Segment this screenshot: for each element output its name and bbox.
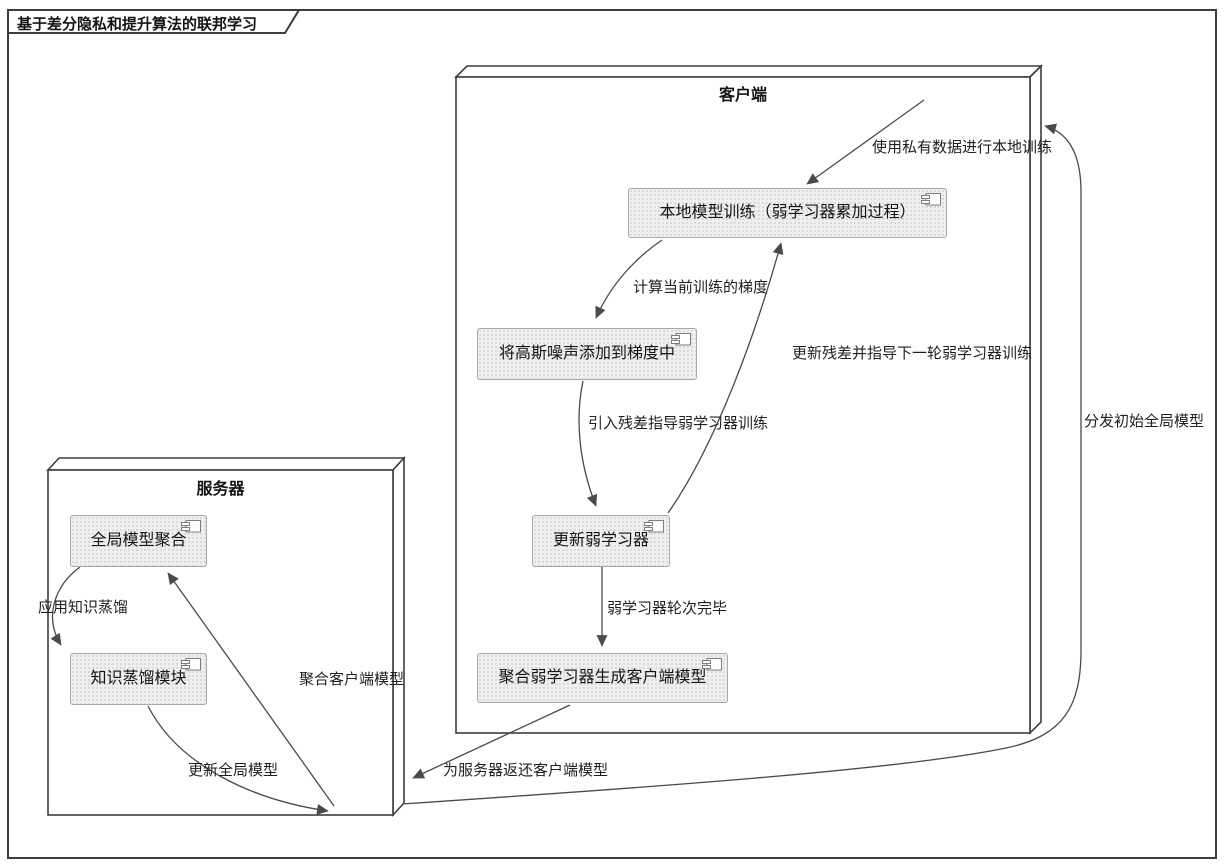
component-icon: [181, 658, 201, 671]
edge-apply-distillation: [50, 566, 81, 646]
edge-label-return-client-model: 为服务器返还客户端模型: [443, 762, 609, 779]
edge-distribute-initial: [401, 123, 1082, 805]
node-label: 更新弱学习器: [552, 532, 649, 550]
server-box-shape: [46, 455, 406, 818]
edge-update-residual: [667, 242, 784, 514]
component-icon: [921, 193, 941, 206]
edge-compute-gradient: [595, 239, 663, 319]
node-add-noise: 将高斯噪声添加到梯度中: [477, 328, 697, 380]
node-label: 知识蒸馏模块: [90, 670, 187, 688]
edge-label-introduce-residual: 引入残差指导弱学习器训练: [588, 415, 769, 432]
component-icon: [181, 520, 201, 533]
edge-update-global: [147, 705, 329, 815]
component-icon: [702, 658, 722, 671]
node-knowledge-distillation: 知识蒸馏模块: [70, 653, 207, 705]
edge-aggregate-client-models: [167, 572, 335, 807]
edge-return-client-model: [412, 704, 571, 779]
server-box-title: 服务器: [196, 481, 245, 498]
edge-label-update-residual: 更新残差并指导下一轮弱学习器训练: [792, 345, 1033, 362]
node-label: 聚合弱学习器生成客户端模型: [498, 669, 707, 687]
component-icon: [671, 333, 691, 346]
edge-label-rounds-done: 弱学习器轮次完毕: [607, 600, 728, 617]
edge-use-private-data: [806, 99, 925, 185]
node-label: 本地模型训练（弱学习器累加过程）: [659, 204, 916, 222]
client-box-shape: [454, 64, 1043, 735]
outer-frame: [7, 9, 1217, 859]
node-aggregate-weak: 聚合弱学习器生成客户端模型: [477, 653, 728, 703]
node-update-weak: 更新弱学习器: [532, 515, 670, 567]
edge-label-compute-gradient: 计算当前训练的梯度: [633, 279, 769, 296]
edge-introduce-residual: [578, 380, 598, 507]
node-global-aggregation: 全局模型聚合: [70, 515, 207, 567]
node-local-training: 本地模型训练（弱学习器累加过程）: [628, 188, 947, 238]
node-label: 将高斯噪声添加到梯度中: [498, 345, 675, 363]
edge-label-distribute-initial: 分发初始全局模型: [1084, 413, 1205, 430]
edge-label-aggregate-client-models: 聚合客户端模型: [299, 671, 405, 688]
client-box-title: 客户端: [718, 87, 767, 104]
node-label: 全局模型聚合: [90, 532, 187, 550]
edge-label-apply-distillation: 应用知识蒸馏: [38, 599, 129, 616]
diagram-title: 基于差分隐私和提升算法的联邦学习: [17, 16, 258, 33]
edge-label-use-private-data: 使用私有数据进行本地训练: [872, 139, 1053, 156]
component-icon: [644, 520, 664, 533]
edge-label-update-global: 更新全局模型: [188, 762, 279, 779]
